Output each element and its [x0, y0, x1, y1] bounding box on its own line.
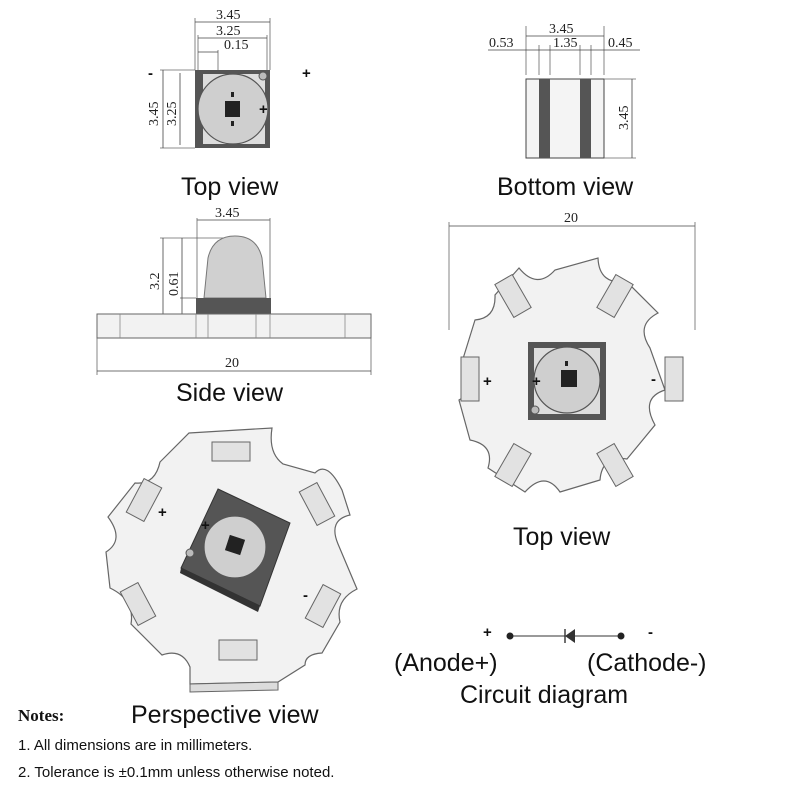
circuit-diagram: + - (Anode+) (Cathode-) Circuit diagram	[394, 624, 707, 709]
dim-base-height: 0.61	[167, 272, 182, 297]
caption-side-view: Side view	[176, 379, 284, 407]
circuit-plus: +	[483, 624, 492, 641]
dim-offset: 0.15	[224, 38, 249, 53]
board-minus: -	[651, 371, 656, 388]
caption-top-view-small: Top view	[181, 173, 279, 201]
perspective-minus: -	[303, 587, 308, 604]
caption-perspective-view: Perspective view	[131, 701, 320, 729]
note-line-2: 2. Tolerance is ±0.1mm unless otherwise …	[18, 764, 335, 781]
caption-bottom-view: Bottom view	[497, 173, 634, 201]
side-view: 3.45 3.2 0.61 20 Side view	[96, 206, 372, 407]
dim-inner-height: 3.25	[165, 102, 180, 127]
plus-sign: +	[302, 65, 311, 82]
circuit-minus: -	[648, 624, 653, 641]
dim-pad-left: 0.53	[489, 36, 514, 51]
top-view-small: 3.45 3.25 0.15 3.45 3.25 + - + Top view	[147, 8, 311, 201]
svg-text:+: +	[201, 517, 210, 534]
cathode-label: (Cathode-)	[587, 649, 707, 677]
pad-left	[539, 79, 550, 158]
svg-text:+: +	[532, 373, 541, 390]
board-side	[96, 313, 372, 339]
dim-board-width-top: 20	[564, 211, 578, 226]
dim-pad-right: 0.45	[608, 36, 633, 51]
cathode-terminal	[617, 632, 625, 640]
anode-label: (Anode+)	[394, 649, 498, 677]
caption-circuit-diagram: Circuit diagram	[460, 681, 628, 709]
package-base	[196, 298, 271, 314]
dim-total-height: 3.2	[148, 273, 163, 291]
perspective-die	[224, 534, 246, 556]
diode-symbol	[565, 629, 575, 643]
bottom-package	[525, 78, 605, 159]
bottom-view: 3.45 0.53 1.35 0.45 3.45 Bottom view	[488, 22, 640, 201]
notes-title: Notes:	[18, 706, 65, 725]
board-die	[561, 370, 577, 387]
note-line-1: 1. All dimensions are in millimeters.	[18, 737, 253, 754]
dim-outer-width: 3.45	[216, 8, 241, 23]
dim-board-width-side: 20	[225, 356, 239, 371]
perspective-view: + + - Perspective view	[105, 427, 358, 729]
dim-lens-width: 3.45	[215, 206, 240, 221]
dim-bottom-width: 3.45	[549, 22, 574, 37]
anode-terminal	[506, 632, 514, 640]
pad-right	[580, 79, 591, 158]
dim-inner-width: 3.25	[216, 24, 241, 39]
caption-top-view-board: Top view	[513, 523, 611, 551]
dim-pad-middle: 1.35	[553, 36, 578, 51]
perspective-plus: +	[158, 504, 167, 521]
board-plus: +	[483, 373, 492, 390]
die	[225, 101, 240, 117]
dim-bottom-height: 3.45	[617, 106, 632, 131]
svg-text:+: +	[259, 101, 268, 118]
lens-dome	[203, 235, 267, 299]
minus-sign: -	[148, 65, 153, 82]
top-view-board: 20 + + - Top view	[448, 211, 696, 551]
dim-outer-height: 3.45	[147, 102, 162, 127]
